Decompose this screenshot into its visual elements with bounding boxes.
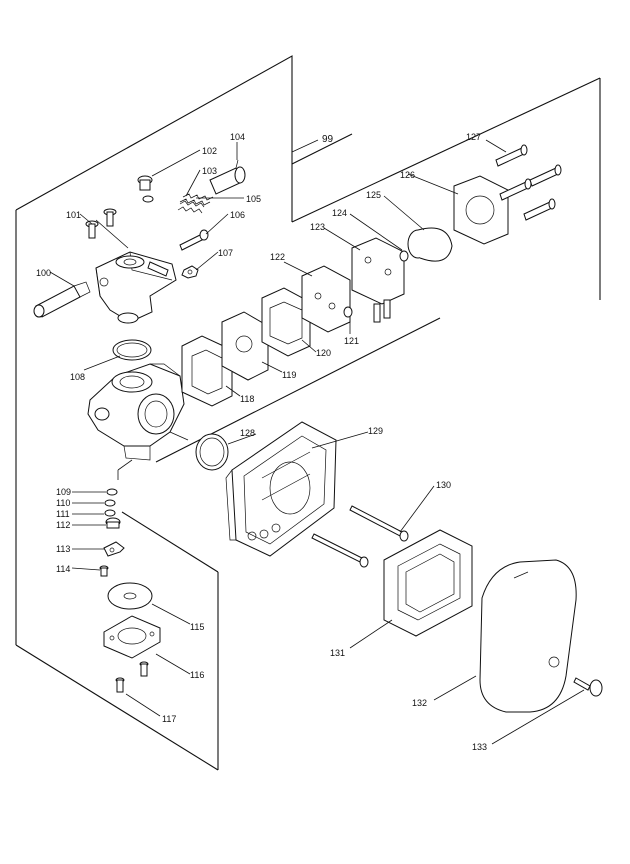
part-130-bolt-b <box>311 533 369 568</box>
callout-115: 115 <box>190 622 204 632</box>
callout-103: 103 <box>202 166 217 176</box>
callout-105: 105 <box>246 194 261 204</box>
callout-101: 101 <box>66 210 81 220</box>
callout-127: 127 <box>466 132 481 142</box>
callout-106: 106 <box>230 210 245 220</box>
part-129-filter-housing <box>225 421 337 557</box>
callout-130: 130 <box>436 480 451 490</box>
part-115-diaphragm <box>107 582 153 610</box>
callout-114: 114 <box>56 564 70 574</box>
callout-128: 128 <box>240 428 255 438</box>
part-130-bolt-a <box>349 505 409 542</box>
part-carb-upper-body <box>95 251 177 324</box>
part-112-needle-valve <box>105 517 121 529</box>
part-125-primer-bulb <box>407 227 453 262</box>
part-109-ring <box>106 488 118 496</box>
part-102-screw <box>137 175 154 203</box>
part-101b-screw <box>103 208 117 227</box>
part-127-screw-a <box>495 144 528 167</box>
part-110-ring <box>104 499 116 507</box>
part-116-cover <box>103 615 161 659</box>
part-119-plate <box>221 311 269 381</box>
part-104-idle-screw <box>209 159 246 195</box>
part-124-valve <box>399 250 409 262</box>
callout-124: 124 <box>332 208 347 218</box>
callout-116: 116 <box>190 670 204 680</box>
part-127-screw-b <box>529 164 562 187</box>
callout-112: 112 <box>56 520 70 530</box>
part-114-screw <box>99 565 109 577</box>
callout-122: 122 <box>270 252 285 262</box>
callout-118: 118 <box>240 394 254 404</box>
part-127-screw-c <box>499 178 532 201</box>
callout-labels: 99 100 101 102 103 104 105 106 107 108 1… <box>36 132 487 752</box>
frame-carburetor-group <box>15 55 293 771</box>
callout-119: 119 <box>282 370 296 380</box>
callout-117: 117 <box>162 714 176 724</box>
callout-111: 111 <box>56 509 70 519</box>
part-carb-main-body <box>87 363 189 461</box>
callout-129: 129 <box>368 426 383 436</box>
leader-lines <box>49 139 585 745</box>
part-122-diaphragm <box>301 265 351 333</box>
callout-121: 121 <box>344 336 359 346</box>
callout-133: 133 <box>472 742 487 752</box>
callout-107: 107 <box>218 248 233 258</box>
callout-123: 123 <box>310 222 325 232</box>
part-106-screw <box>179 229 209 251</box>
part-105-spring <box>177 200 205 214</box>
part-117-screw <box>115 677 125 693</box>
part-132-filter-cover <box>479 559 577 713</box>
part-128-o-ring <box>195 433 229 471</box>
part-126-retainer <box>453 175 509 245</box>
part-113-lever <box>103 541 125 557</box>
callout-109: 109 <box>56 487 71 497</box>
callout-102: 102 <box>202 146 217 156</box>
part-108-o-ring <box>112 339 152 361</box>
callout-125: 125 <box>366 190 381 200</box>
callout-104: 104 <box>230 132 245 142</box>
part-100-adjust-knob <box>33 281 91 318</box>
callout-132: 132 <box>412 698 427 708</box>
callout-100: 100 <box>36 268 51 278</box>
part-133-cover-screw <box>573 677 603 697</box>
part-121-spring <box>343 306 353 318</box>
callout-110: 110 <box>56 498 70 508</box>
callout-131: 131 <box>330 648 345 658</box>
callout-126: 126 <box>400 170 415 180</box>
part-131-filter-element <box>383 529 473 637</box>
callout-99: 99 <box>322 134 334 145</box>
part-103-spring <box>179 193 214 206</box>
callout-120: 120 <box>316 348 331 358</box>
part-123-pump-body <box>351 237 405 323</box>
part-111-ring <box>104 509 116 517</box>
part-120-gasket <box>261 287 311 357</box>
callout-113: 113 <box>56 544 70 554</box>
part-127-screw-d <box>523 198 556 221</box>
part-116-screw <box>139 661 149 677</box>
callout-108: 108 <box>70 372 85 382</box>
part-107-nut <box>181 265 199 279</box>
part-118-gasket <box>181 335 233 407</box>
